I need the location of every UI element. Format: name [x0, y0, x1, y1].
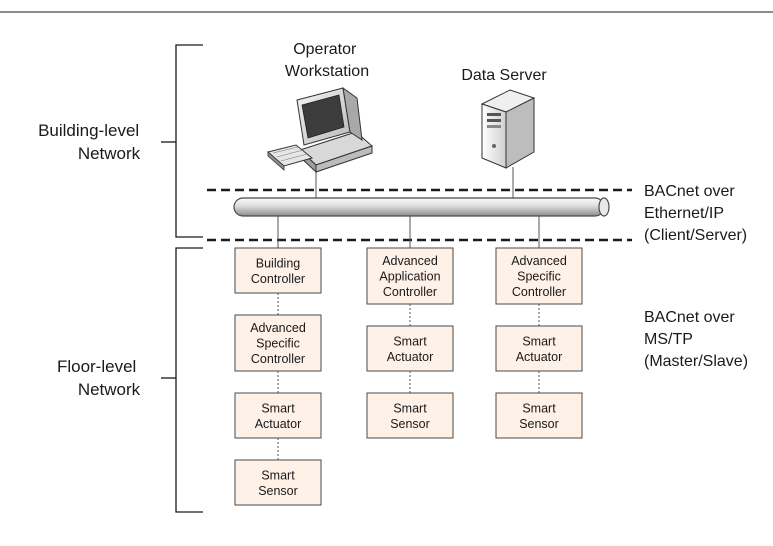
smart-sensor-label-line: Sensor [390, 417, 430, 431]
smart-actuator-rect [366, 325, 454, 372]
advanced-application-controller-label-line: Advanced [382, 254, 438, 268]
smart-sensor-rect [234, 459, 322, 506]
advanced-specific-controller-rect [495, 247, 583, 305]
bacnet-mstp-label: BACnet over MS/TP (Master/Slave) [644, 309, 748, 370]
smart-sensor-rect [366, 392, 454, 439]
smart-actuator-label-line: Actuator [387, 350, 434, 364]
smart-actuator-rect [495, 325, 583, 372]
smart-sensor-rect [495, 392, 583, 439]
building-network-label: Building-level Network [38, 121, 144, 163]
advanced-application-controller-rect [366, 247, 454, 305]
advanced-specific-controller-label-line: Advanced [511, 254, 567, 268]
building-controller-label-line: Controller [251, 272, 305, 286]
data-server-line-1: Data Server [461, 67, 547, 84]
smart-actuator-label-line: Smart [522, 334, 556, 348]
bacnet-ethernet-line-3: (Client/Server) [644, 227, 747, 244]
smart-sensor-label-line: Smart [261, 468, 295, 482]
advanced-specific-controller-label-line: Advanced [250, 321, 306, 335]
smart-sensor-label-line: Smart [393, 401, 427, 415]
floor-network-line-1: Floor-level [57, 357, 136, 376]
smart-sensor-label-line: Sensor [258, 484, 298, 498]
bacnet-ethernet-line-1: BACnet over [644, 183, 735, 200]
bacnet-mstp-line-2: MS/TP [644, 331, 693, 348]
smart-sensor-label-line: Sensor [519, 417, 559, 431]
tower-server-icon [480, 89, 536, 169]
advanced-specific-controller-label-line: Controller [251, 352, 305, 366]
building-controller-label-line: Building [256, 256, 301, 270]
floor-network-label: Floor-level Network [57, 357, 141, 399]
building-controller-rect [234, 247, 322, 294]
smart-actuator-label-line: Actuator [516, 350, 563, 364]
building-network-bracket [175, 44, 203, 238]
floor-network-line-2: Network [78, 380, 141, 399]
building-network-line-2: Network [78, 144, 141, 163]
ethernet-backbone-bus [233, 197, 610, 217]
advanced-specific-controller-label-line: Specific [256, 337, 300, 351]
bacnet-ethernet-label: BACnet over Ethernet/IP (Client/Server) [644, 183, 747, 244]
floor-network-bracket [175, 247, 203, 513]
mstp-device-columns: BuildingControllerAdvancedSpecificContro… [234, 216, 583, 506]
bacnet-ethernet-line-2: Ethernet/IP [644, 205, 724, 222]
building-network-line-1: Building-level [38, 121, 139, 140]
smart-actuator-label-line: Smart [261, 401, 295, 415]
bacnet-mstp-line-1: BACnet over [644, 309, 735, 326]
operator-workstation-label: Operator Workstation [285, 41, 369, 80]
smart-actuator-label-line: Actuator [255, 417, 302, 431]
advanced-application-controller-label-line: Application [379, 270, 440, 284]
operator-workstation-line-2: Workstation [285, 63, 369, 80]
advanced-specific-controller-label-line: Controller [512, 285, 566, 299]
data-server-label: Data Server [461, 67, 547, 84]
operator-workstation-line-1: Operator [293, 41, 357, 58]
advanced-application-controller-label-line: Controller [383, 285, 437, 299]
smart-actuator-label-line: Smart [393, 334, 427, 348]
computer-workstation-icon [266, 86, 373, 174]
smart-actuator-rect [234, 392, 322, 439]
bacnet-mstp-line-3: (Master/Slave) [644, 353, 748, 370]
advanced-specific-controller-label-line: Specific [517, 270, 561, 284]
smart-sensor-label-line: Smart [522, 401, 556, 415]
